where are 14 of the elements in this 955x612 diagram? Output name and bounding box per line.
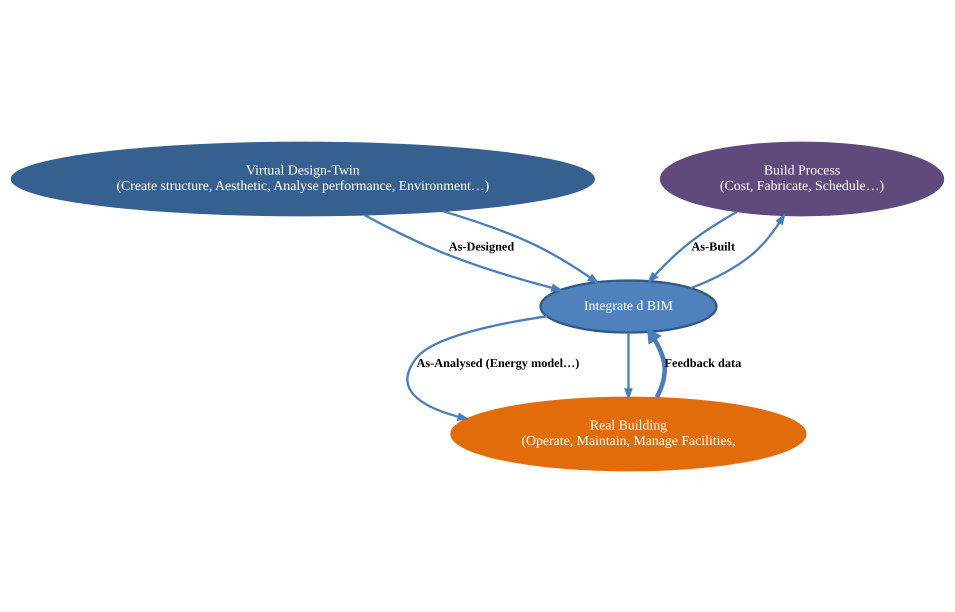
node-ellipse: Integrate d BIM: [539, 278, 718, 334]
node-ellipse: Real Building (Operate, Maintain, Manage Facilities,: [450, 396, 807, 471]
edge-label: As-Designed: [448, 238, 514, 253]
arrow: [406, 314, 548, 420]
arrow: [624, 332, 633, 400]
node-ellipse: Virtual Design-Twin (Create structure, Aesthetic, Analyse performance, Environment…): [10, 141, 595, 216]
arrow: [443, 210, 600, 284]
arrow: [647, 210, 738, 284]
arrow: [364, 214, 564, 292]
arrow: [646, 327, 667, 398]
edge-label: As-Built: [691, 238, 736, 253]
arrow: [690, 212, 786, 289]
node-ellipse: Build Process (Cost, Fabricate, Schedule…): [660, 141, 944, 216]
edge-label: As-Analysed (Energy model…): [416, 355, 580, 370]
